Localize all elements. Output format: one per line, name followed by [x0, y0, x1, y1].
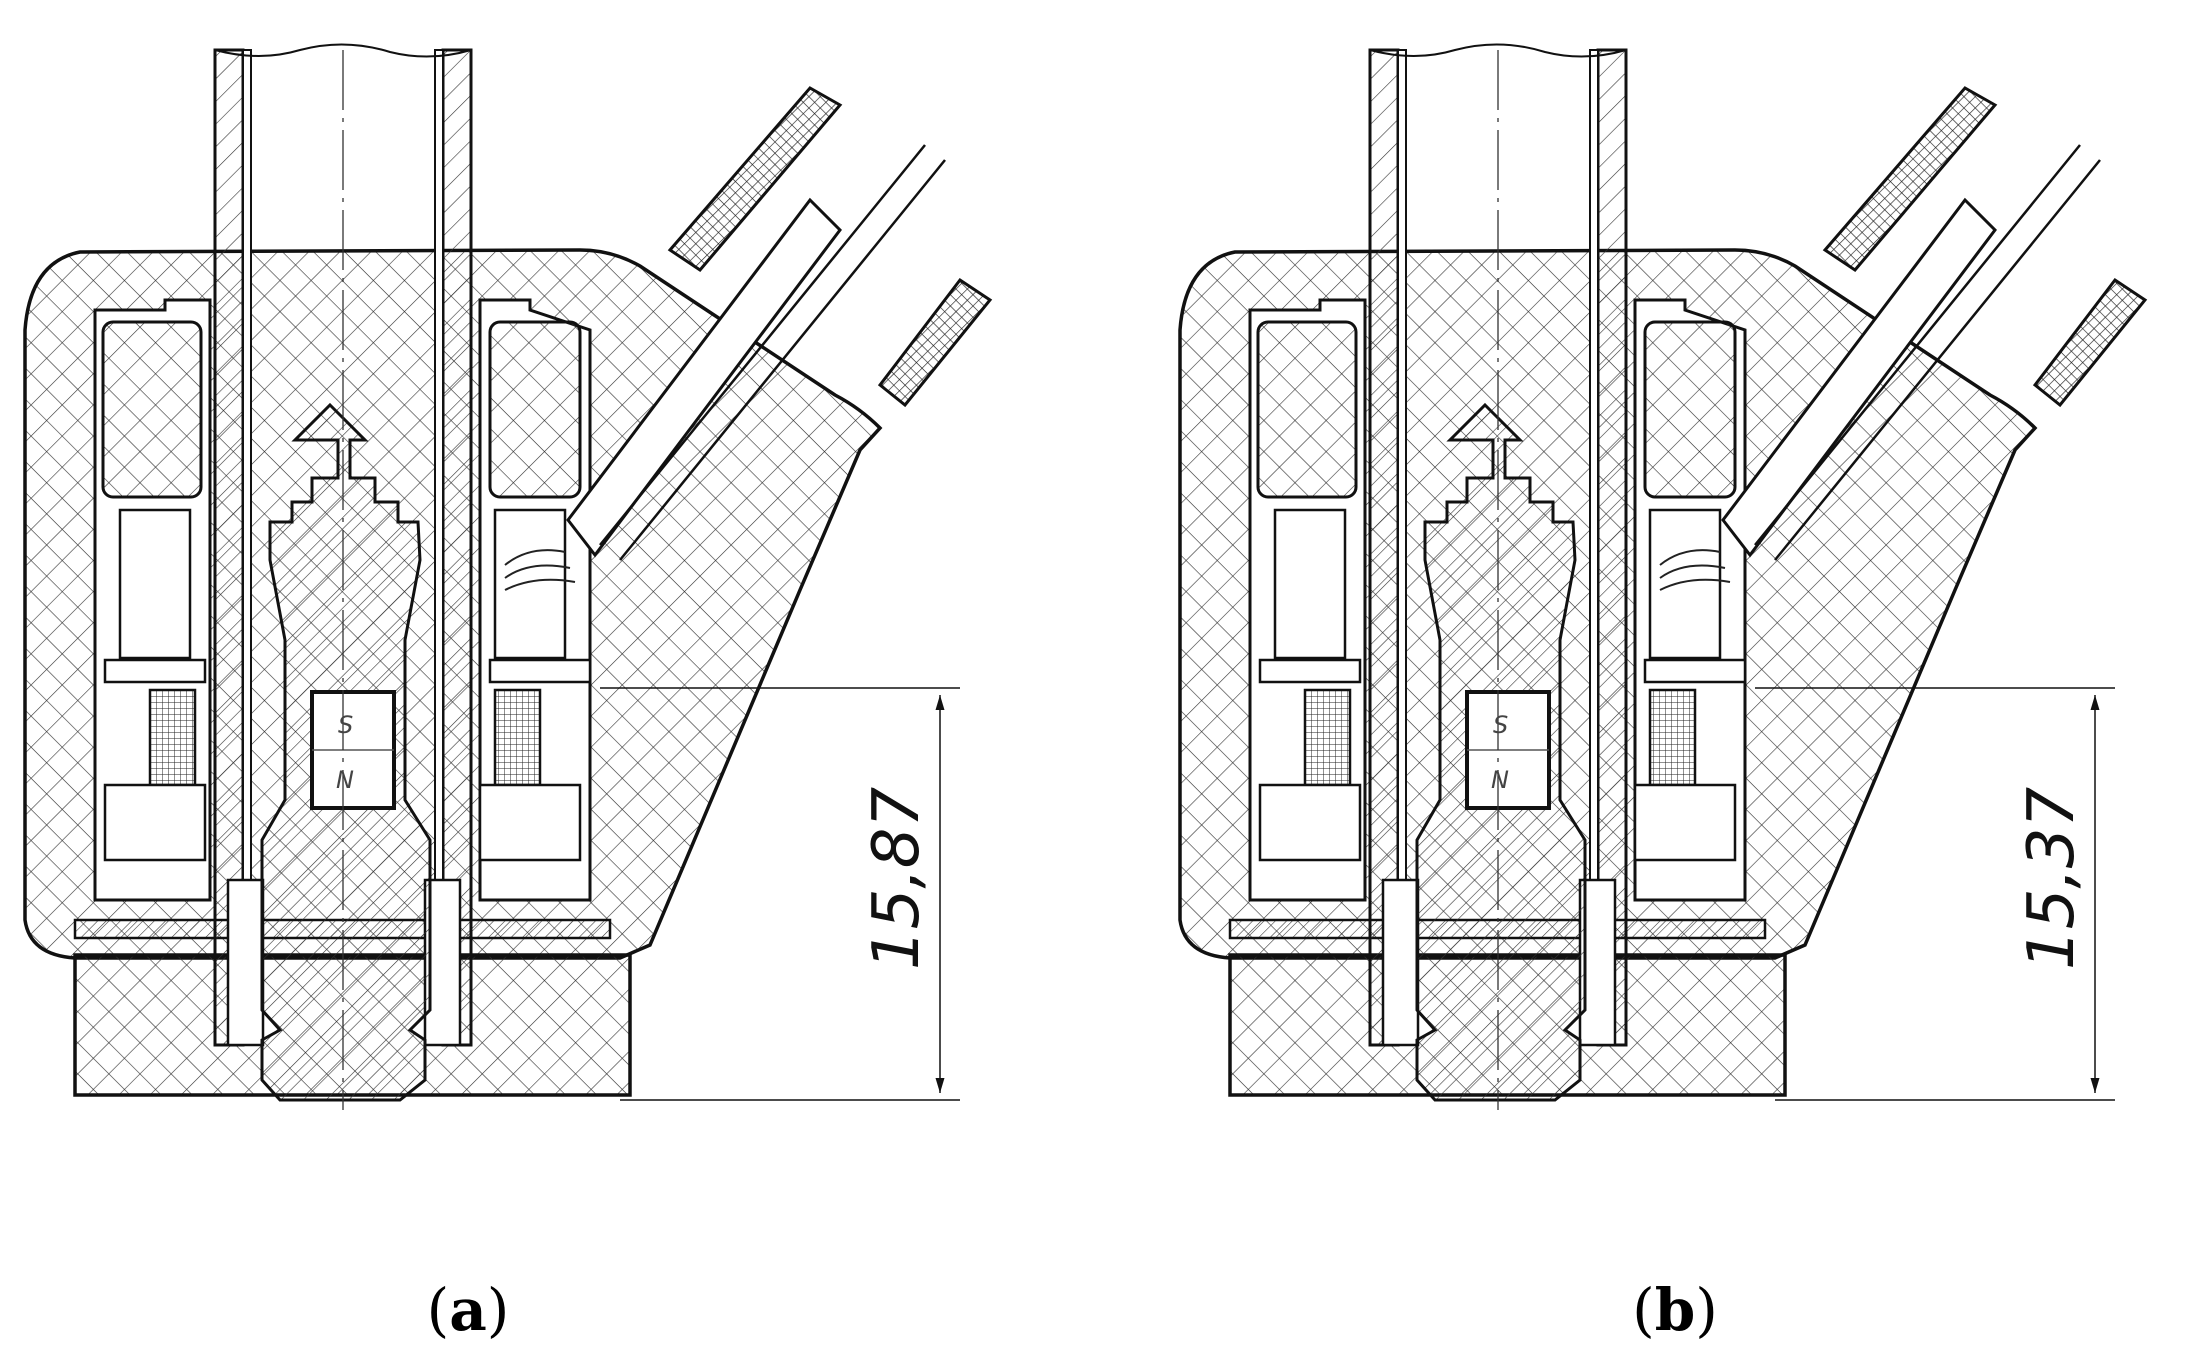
sensor-cross-section-b — [1180, 44, 2145, 1110]
caption-b: (b) — [1632, 1276, 1718, 1344]
panel-b: S N 15,37 (b) — [1180, 44, 2145, 1344]
caption-a: (a) — [427, 1276, 510, 1344]
dimension-label-b: 15,37 — [2015, 787, 2089, 971]
magnet-pole-s-a: S — [338, 711, 353, 739]
panel-a: S N 15,87 (a) — [25, 44, 990, 1344]
magnet-pole-n-a: N — [336, 766, 354, 794]
magnet-pole-n-b: N — [1491, 766, 1509, 794]
magnet-pole-s-b: S — [1493, 711, 1508, 739]
dimension-label-a: 15,87 — [860, 787, 934, 971]
sensor-cross-section-a — [25, 44, 990, 1110]
